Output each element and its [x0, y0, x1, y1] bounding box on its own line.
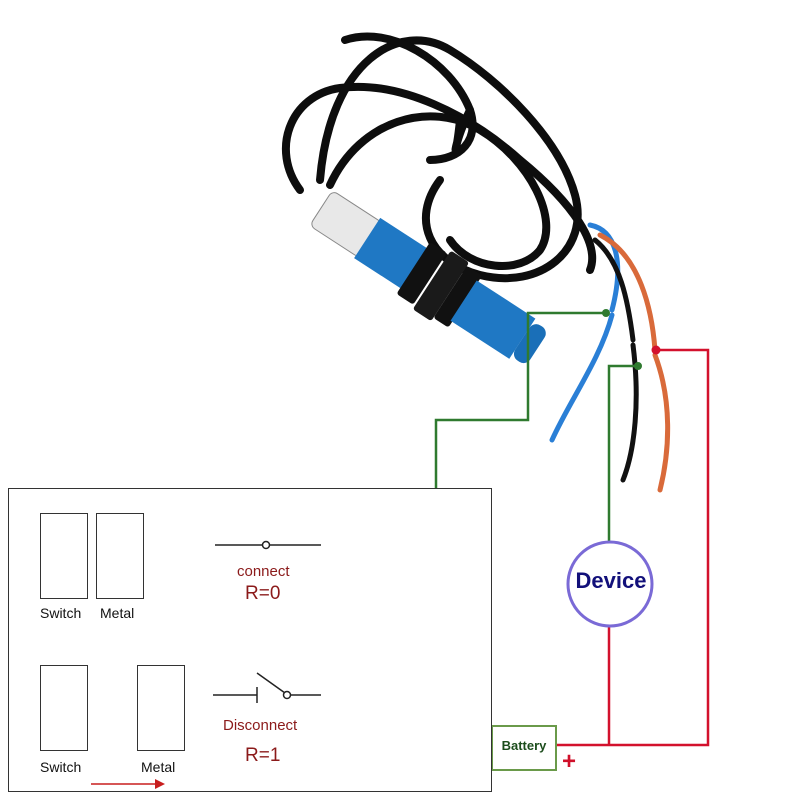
resistance-r0: R=0 [245, 583, 281, 604]
battery-label: Battery [501, 738, 547, 753]
switch-label-top: Switch [40, 605, 82, 621]
battery-plus-sign: + [562, 748, 577, 775]
switch-rect-bottom [40, 665, 88, 751]
closed-switch-symbol [215, 540, 321, 550]
legend-panel: Switch Metal connect R=0 Switch Metal Di… [8, 488, 492, 792]
switch-label-bottom: Switch [40, 759, 82, 775]
metal-label-top: Metal [100, 605, 135, 621]
disconnect-label: Disconnect [223, 717, 298, 734]
green-wire-device [607, 364, 638, 543]
sensor-body [311, 192, 546, 364]
sensor-cable [281, 32, 597, 283]
move-arrow [91, 779, 165, 789]
red-wire [556, 348, 710, 747]
resistance-r1: R=1 [245, 745, 281, 766]
metal-rect-top [96, 513, 144, 599]
switch-rect-top [40, 513, 88, 599]
metal-label-bottom: Metal [141, 759, 176, 775]
sensor-wires [549, 222, 671, 493]
device-symbol [566, 540, 654, 628]
connect-label: connect [237, 563, 290, 580]
device-label: Device [575, 568, 647, 593]
open-switch-symbol [213, 672, 321, 703]
battery-symbol [491, 725, 557, 771]
metal-rect-bottom [137, 665, 185, 751]
